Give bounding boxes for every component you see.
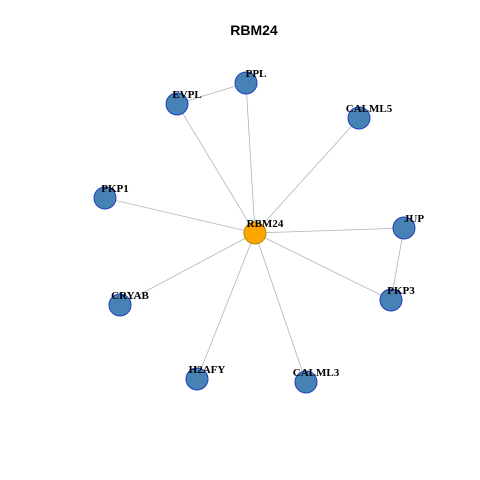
node-jup[interactable] bbox=[392, 216, 416, 240]
node-pkp1[interactable] bbox=[93, 186, 117, 210]
edge-rbm24-h2afy bbox=[196, 232, 256, 380]
node-label-evpl: EVPL bbox=[172, 89, 201, 101]
edge-rbm24-jup bbox=[254, 227, 405, 234]
node-label-rbm24: RBM24 bbox=[247, 218, 284, 230]
edge-jup-pkp3 bbox=[390, 227, 405, 301]
node-label-calml5: CALML5 bbox=[346, 103, 393, 115]
edge-rbm24-evpl bbox=[176, 103, 256, 234]
node-label-cryab: CRYAB bbox=[111, 290, 149, 302]
edge-rbm24-pkp1 bbox=[104, 197, 256, 234]
node-pkp3[interactable] bbox=[379, 288, 403, 312]
node-ppl[interactable] bbox=[234, 71, 258, 95]
edge-evpl-ppl bbox=[176, 82, 247, 105]
node-label-pkp3: PKP3 bbox=[387, 285, 415, 297]
node-h2afy[interactable] bbox=[185, 367, 209, 391]
node-label-pkp1: PKP1 bbox=[101, 183, 129, 195]
node-cryab[interactable] bbox=[108, 293, 132, 317]
graph-title: RBM24 bbox=[230, 22, 278, 38]
node-label-ppl: PPL bbox=[246, 68, 267, 80]
node-rbm24[interactable] bbox=[243, 221, 267, 245]
edge-rbm24-ppl bbox=[245, 82, 256, 234]
edge-rbm24-cryab bbox=[119, 232, 256, 306]
edge-rbm24-pkp3 bbox=[254, 232, 392, 301]
node-label-jup: JUP bbox=[404, 213, 424, 225]
edge-rbm24-calml5 bbox=[254, 117, 360, 234]
edge-rbm24-calml3 bbox=[254, 232, 307, 383]
node-calml5[interactable] bbox=[347, 106, 371, 130]
node-label-calml3: CALML3 bbox=[293, 367, 340, 379]
node-label-h2afy: H2AFY bbox=[189, 364, 226, 376]
edge-layer bbox=[104, 82, 405, 383]
node-evpl[interactable] bbox=[165, 92, 189, 116]
node-layer bbox=[93, 71, 416, 394]
node-calml3[interactable] bbox=[294, 370, 318, 394]
